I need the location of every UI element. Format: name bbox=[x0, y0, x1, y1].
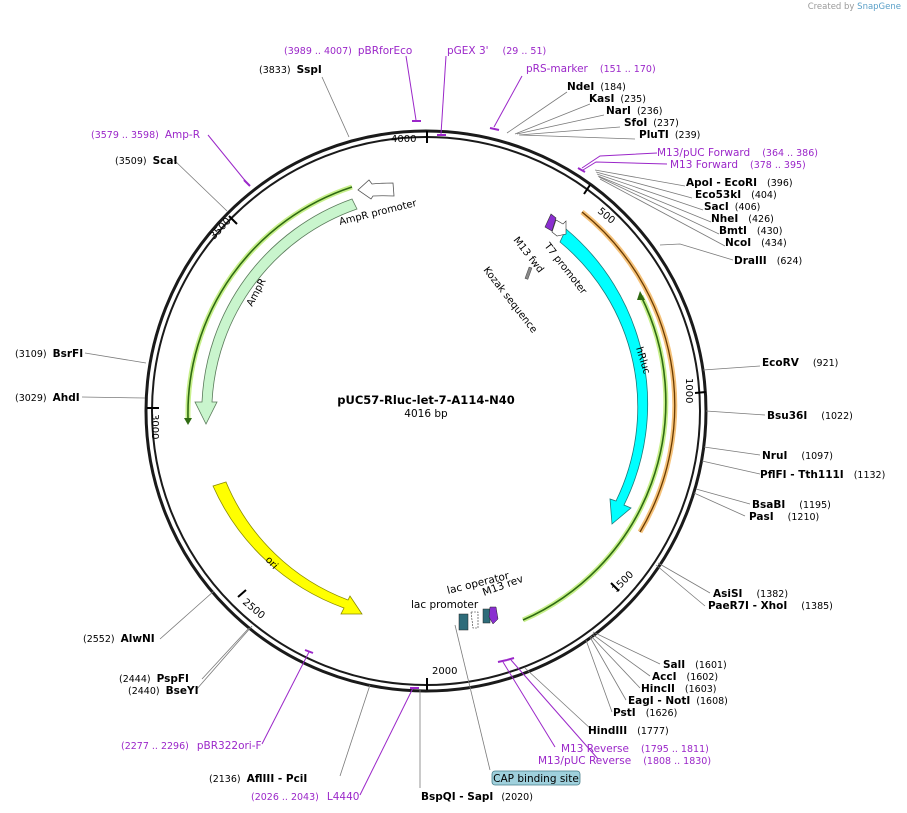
cap-binding-box[interactable] bbox=[491, 770, 581, 786]
m13-fwd-feature[interactable] bbox=[544, 213, 557, 232]
site-paer7i-xhoi[interactable]: PaeR7I - XhoI(1385) bbox=[708, 600, 833, 612]
snapgene-credit: Created by SnapGene bbox=[808, 2, 901, 12]
site-acci[interactable]: AccI(1602) bbox=[652, 671, 718, 683]
hrluc-orf-orange-line bbox=[581, 211, 676, 533]
cap-binding-label: CAP binding site bbox=[493, 773, 579, 785]
tick-2000: 2000 bbox=[432, 666, 457, 677]
site-draiii[interactable]: DraIII(624) bbox=[734, 255, 802, 267]
site-hincii[interactable]: HincII(1603) bbox=[641, 683, 717, 695]
site-nrui[interactable]: NruI(1097) bbox=[762, 450, 833, 462]
tick-2500: 2500 bbox=[240, 597, 267, 622]
kozak-label: Kozak sequence bbox=[481, 265, 539, 335]
ampr-orf-arrow bbox=[184, 418, 192, 425]
site-leaders bbox=[81, 76, 766, 788]
primer-marks bbox=[243, 120, 586, 689]
site-sali[interactable]: SalI(1601) bbox=[663, 659, 727, 671]
site-apoi-ecori[interactable]: ApoI - EcoRI(396) bbox=[686, 177, 793, 189]
site-pasi[interactable]: PasI(1210) bbox=[749, 511, 819, 523]
site-alwni[interactable]: (2552)AlwNI bbox=[83, 633, 155, 645]
site-nari[interactable]: NarI(236) bbox=[606, 105, 663, 117]
ampr-feature[interactable] bbox=[194, 198, 358, 425]
site-scai[interactable]: (3509)ScaI bbox=[115, 155, 177, 167]
primer-amp-r[interactable]: (3579 .. 3598)Amp-R bbox=[91, 129, 200, 141]
primer-m13-puc-forward[interactable]: M13/pUC Forward(364 .. 386) bbox=[657, 147, 818, 159]
kozak-feature[interactable] bbox=[524, 266, 533, 280]
primer-m13-puc-reverse[interactable]: M13/pUC Reverse(1808 .. 1830) bbox=[538, 755, 711, 767]
t7-promoter-feature[interactable] bbox=[551, 219, 567, 237]
site-eagi-noti[interactable]: EagI - NotI(1608) bbox=[628, 695, 728, 707]
site-bseyi[interactable]: (2440)BseYI bbox=[128, 685, 198, 697]
primer-pbrforeco[interactable]: (3989 .. 4007)pBRforEco bbox=[284, 45, 412, 57]
primer-prs-marker[interactable]: pRS-marker(151 .. 170) bbox=[526, 63, 656, 75]
ampr-promoter-feature[interactable] bbox=[357, 179, 395, 200]
site-bsrfi[interactable]: (3109)BsrFI bbox=[15, 348, 83, 360]
primer-pbr322ori-f[interactable]: (2277 .. 2296)pBR322ori-F bbox=[121, 740, 262, 752]
site-sspi[interactable]: (3833)SspI bbox=[259, 64, 322, 76]
site-psti[interactable]: PstI(1626) bbox=[613, 707, 677, 719]
primer-pgex3[interactable]: pGEX 3'(29 .. 51) bbox=[447, 45, 546, 57]
site-hindiii[interactable]: HindIII(1777) bbox=[588, 725, 669, 737]
hrluc-orf-arrow bbox=[637, 291, 645, 300]
primer-m13-reverse[interactable]: M13 Reverse(1795 .. 1811) bbox=[561, 743, 709, 755]
site-afliii-pcii[interactable]: (2136)AflIII - PciI bbox=[209, 773, 307, 785]
plasmid-size: 4016 bp bbox=[404, 408, 448, 420]
site-asisi[interactable]: AsiSI(1382) bbox=[713, 588, 788, 600]
credit-prefix: Created by bbox=[807, 2, 855, 12]
primer-l4440[interactable]: (2026 .. 2043)L4440 bbox=[251, 791, 359, 803]
lac-operator-feature[interactable] bbox=[470, 611, 479, 629]
plasmid-name: pUC57-Rluc-let-7-A114-N40 bbox=[337, 393, 514, 407]
site-saci[interactable]: SacI(406) bbox=[704, 201, 760, 213]
primer-labels: (3989 .. 4007)pBRforEco pGEX 3'(29 .. 51… bbox=[91, 45, 818, 803]
hrluc-feature[interactable] bbox=[559, 228, 649, 525]
site-bspqi-sapi[interactable]: BspQI - SapI(2020) bbox=[421, 791, 533, 803]
site-pluti[interactable]: PluTI(239) bbox=[639, 129, 700, 141]
lac-promoter-label: lac promoter bbox=[411, 599, 479, 611]
site-ecorv[interactable]: EcoRV(921) bbox=[762, 357, 838, 369]
ori-feature[interactable] bbox=[212, 481, 363, 615]
tick-1000: 1000 bbox=[683, 378, 694, 403]
primer-leaders bbox=[207, 55, 668, 796]
tick-4000: 4000 bbox=[391, 134, 416, 145]
site-eco53ki[interactable]: Eco53kI(404) bbox=[695, 189, 777, 201]
m13-rev-feature[interactable] bbox=[488, 606, 499, 625]
site-pflfi-tth111i[interactable]: PflFI - Tth111I(1132) bbox=[760, 469, 885, 481]
lac-promoter-feature[interactable] bbox=[458, 613, 469, 631]
site-bmti[interactable]: BmtI(430) bbox=[719, 225, 782, 237]
site-bsabi[interactable]: BsaBI(1195) bbox=[752, 499, 831, 511]
site-bsu36i[interactable]: Bsu36I(1022) bbox=[767, 410, 853, 422]
credit-brand: SnapGene bbox=[857, 2, 901, 12]
site-ndei[interactable]: NdeI(184) bbox=[567, 81, 626, 93]
site-labels: (3833)SspI NdeI(184) KasI(235) NarI(236)… bbox=[15, 64, 885, 803]
site-sfoi[interactable]: SfoI(237) bbox=[624, 117, 679, 129]
m13-fwd-label: M13 fwd bbox=[511, 235, 546, 275]
ticks bbox=[147, 131, 707, 690]
tick-3000: 3000 bbox=[149, 414, 160, 439]
hrluc-orf-green-line bbox=[522, 295, 667, 621]
primer-m13-forward[interactable]: M13 Forward(378 .. 395) bbox=[670, 159, 806, 171]
site-nhei[interactable]: NheI(426) bbox=[711, 213, 774, 225]
ampr-orf-line bbox=[187, 186, 353, 419]
site-ahdi[interactable]: (3029)AhdI bbox=[15, 392, 80, 404]
site-pspfi[interactable]: (2444)PspFI bbox=[119, 673, 189, 685]
site-kasi[interactable]: KasI(235) bbox=[589, 93, 646, 105]
site-ncoi[interactable]: NcoI(434) bbox=[725, 237, 787, 249]
